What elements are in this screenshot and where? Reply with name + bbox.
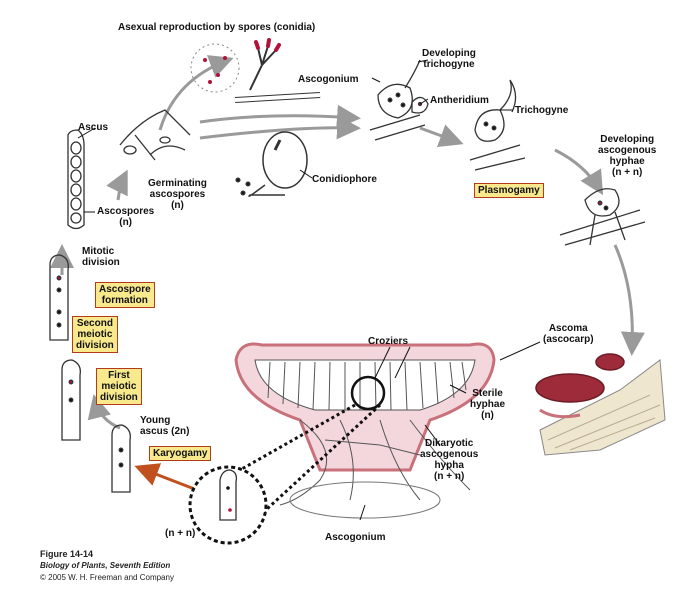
cycle-arrows [50, 55, 645, 430]
ascus-top [67, 129, 85, 230]
conidiophore-illustration [235, 131, 308, 197]
figure-number: Figure 14-14 [40, 549, 94, 559]
trichogyne-illustration [469, 79, 526, 171]
ascoma-line-2: (ascocarp) [543, 334, 594, 345]
ga-line-2: ascospores [149, 189, 206, 200]
karyogamy-stage: Karyogamy [149, 446, 212, 461]
antheridium-label: Antheridium [430, 95, 489, 106]
ascogonium-illustration [369, 59, 429, 141]
young-ascus-label: Young ascus (2n) [140, 415, 189, 437]
young-ascus-line-1: Young [140, 415, 171, 426]
dik-line-1: Dikaryotic [425, 438, 474, 449]
sterile-hyphae-label: Sterile hyphae (n) [470, 388, 505, 421]
sterile-line-2: hyphae [470, 399, 506, 410]
developing-trichogyne-label: Developing trichogyne [422, 48, 476, 70]
first-meiotic-stage: First meiotic division [96, 368, 142, 405]
ascus-label: Ascus [78, 122, 109, 133]
mitotic-line-1: Mitotic [82, 246, 115, 257]
ascoma-label: Ascoma (ascocarp) [543, 323, 594, 345]
dah-line-2: ascogenous [598, 145, 657, 156]
dikaryotic-hypha-label: Dikaryotic ascogenous hypha (n + n) [420, 438, 478, 482]
developing-ascogenous-hyphae-label: Developing ascogenous hyphae (n + n) [598, 134, 656, 178]
nn-bottom-label: (n + n) [165, 528, 196, 539]
conidiophore-label: Conidiophore [312, 174, 377, 185]
sterile-line-3: (n) [481, 410, 494, 421]
af-line-2: formation [101, 295, 148, 306]
plasmogamy-stage: Plasmogamy [474, 183, 544, 198]
fm-line-3: division [100, 392, 138, 403]
fm-line-2: meiotic [101, 381, 137, 392]
ascospores-line-2: (n) [119, 217, 133, 228]
ascogonium-bottom-label: Ascogonium [325, 532, 386, 543]
asexual-reproduction-label: Asexual reproduction by spores (conidia) [118, 22, 316, 33]
sm-line-3: division [76, 340, 114, 351]
book-title: Biology of Plants, Seventh Edition [40, 561, 171, 570]
sm-line-2: meiotic [77, 329, 113, 340]
dik-line-4: (n + n) [434, 471, 465, 482]
young-ascus-line-2: ascus (2n) [140, 426, 190, 437]
mitotic-line-2: division [82, 257, 120, 268]
dik-line-3: hypha [434, 460, 464, 471]
developing-trichogyne-line-1: Developing [422, 48, 476, 59]
dik-line-2: ascogenous [420, 449, 479, 460]
dah-line-4: (n + n) [612, 167, 643, 178]
developing-trichogyne-line-2: trichogyne [423, 59, 475, 70]
leader-lines [77, 59, 541, 521]
ascogonium-top-label: Ascogonium [298, 74, 359, 85]
asci-column [49, 254, 131, 493]
fm-line-1: First [108, 370, 130, 381]
ascospore-formation-stage: Ascospore formation [95, 282, 155, 308]
sm-line-1: Second [76, 318, 113, 329]
croziers-label: Croziers [368, 336, 409, 347]
ascospores-label: Ascospores (n) [97, 206, 154, 228]
sterile-line-1: Sterile [472, 388, 503, 399]
af-line-1: Ascospore [99, 284, 151, 295]
germinating-ascospores [119, 109, 191, 161]
crozier-zoom [188, 375, 386, 545]
ga-line-1: Germinating [148, 178, 207, 189]
trichogyne-label: Trichogyne [515, 105, 569, 116]
conidia-cluster [190, 38, 321, 103]
ascoma-line-1: Ascoma [548, 323, 588, 334]
ascoma-cup [234, 342, 496, 519]
germinating-ascospores-label: Germinating ascospores (n) [148, 178, 207, 211]
dah-line-1: Developing [600, 134, 655, 145]
copyright-line: © 2005 W. H. Freeman and Company [40, 573, 174, 582]
ascospores-line-1: Ascospores [97, 206, 155, 217]
mitotic-division-label: Mitotic division [82, 246, 120, 268]
ascogenous-hyphae-illustration [559, 188, 646, 246]
dah-line-3: hyphae [609, 156, 645, 167]
second-meiotic-stage: Second meiotic division [72, 316, 118, 353]
ga-line-3: (n) [171, 200, 184, 211]
ascocarp-on-wood [535, 353, 666, 456]
